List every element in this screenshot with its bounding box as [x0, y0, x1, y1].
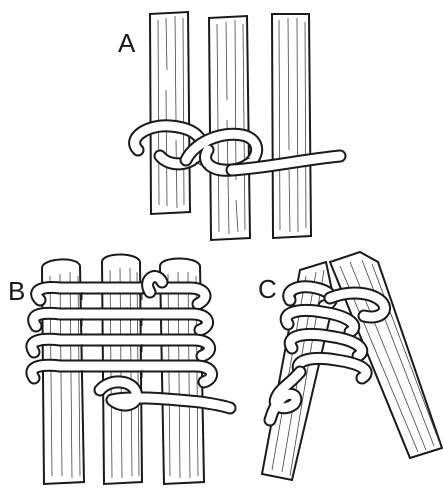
panel-b: B [8, 255, 230, 485]
panel-b-label: B [8, 276, 25, 306]
panel-a-pole-right [272, 14, 311, 238]
panel-a: A [118, 12, 340, 240]
panel-c-pole-right [330, 252, 442, 458]
panel-a-pole-left [150, 12, 190, 214]
panel-c: C [258, 252, 442, 480]
panel-a-label: A [118, 28, 136, 58]
panel-c-label: C [258, 274, 277, 304]
